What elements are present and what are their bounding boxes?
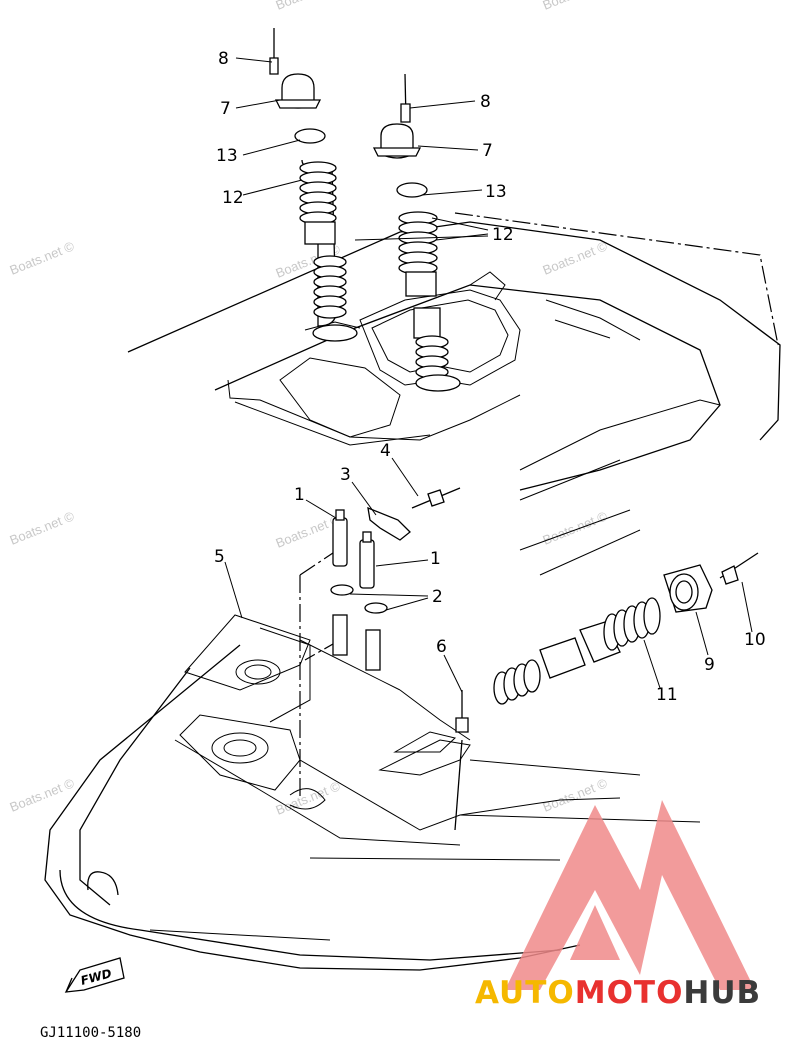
logo-moto: MOTO bbox=[575, 975, 684, 1011]
watermark: Boats.net © bbox=[541, 775, 610, 815]
callout-6: 6 bbox=[436, 637, 447, 657]
callout-numbers: 8 7 13 12 8 7 13 12 4 3 1 1 2 5 6 11 9 1… bbox=[214, 49, 766, 705]
vent-hose-left bbox=[269, 28, 358, 342]
callout-12-left: 12 bbox=[222, 188, 244, 208]
lower-hull bbox=[44, 614, 701, 971]
callout-4: 4 bbox=[380, 441, 391, 461]
callout-10: 10 bbox=[744, 630, 766, 650]
vent-hose-right bbox=[372, 73, 461, 392]
watermark: Boats.net © bbox=[8, 775, 77, 815]
logo-auto: AUTO bbox=[475, 975, 575, 1011]
callout-7-right: 7 bbox=[482, 141, 493, 161]
automotohub-logo: AUTOMOTOHUB bbox=[475, 800, 761, 1011]
logo-hub: HUB bbox=[683, 975, 761, 1011]
callout-1-left: 1 bbox=[294, 485, 305, 505]
hose-joints bbox=[330, 487, 461, 671]
callout-13-right: 13 bbox=[485, 182, 507, 202]
watermark: Boats.net © bbox=[541, 508, 610, 548]
leader-lines bbox=[224, 57, 753, 693]
watermark: Boats.net © bbox=[274, 778, 343, 818]
dash-leader-lines bbox=[299, 212, 779, 800]
watermark: Boats.net © bbox=[274, 511, 343, 551]
callout-12-right: 12 bbox=[492, 225, 514, 245]
fwd-arrow-icon: FWD bbox=[64, 957, 125, 993]
fwd-label: FWD bbox=[79, 966, 113, 988]
logo-triangle-mark bbox=[505, 800, 755, 990]
diagram-part-code: GJ11100-5180 bbox=[40, 1025, 141, 1041]
hose-assembly-right bbox=[454, 552, 759, 831]
callout-9: 9 bbox=[704, 655, 715, 675]
callout-1-right: 1 bbox=[430, 549, 441, 569]
callout-11: 11 bbox=[656, 685, 678, 705]
upper-deck bbox=[127, 221, 781, 576]
watermark: Boats.net © bbox=[541, 0, 610, 13]
callout-8-right: 8 bbox=[480, 92, 491, 112]
callout-3: 3 bbox=[340, 465, 351, 485]
watermark: Boats.net © bbox=[541, 238, 610, 278]
callout-2: 2 bbox=[432, 587, 443, 607]
callout-8-left: 8 bbox=[218, 49, 229, 69]
logo-text: AUTOMOTOHUB bbox=[475, 975, 761, 1011]
watermark: Boats.net © bbox=[8, 238, 77, 278]
callout-7-left: 7 bbox=[220, 99, 231, 119]
watermark: Boats.net © bbox=[8, 508, 77, 548]
watermark: Boats.net © bbox=[274, 0, 343, 13]
callout-13-left: 13 bbox=[216, 146, 238, 166]
callout-5: 5 bbox=[214, 547, 225, 567]
